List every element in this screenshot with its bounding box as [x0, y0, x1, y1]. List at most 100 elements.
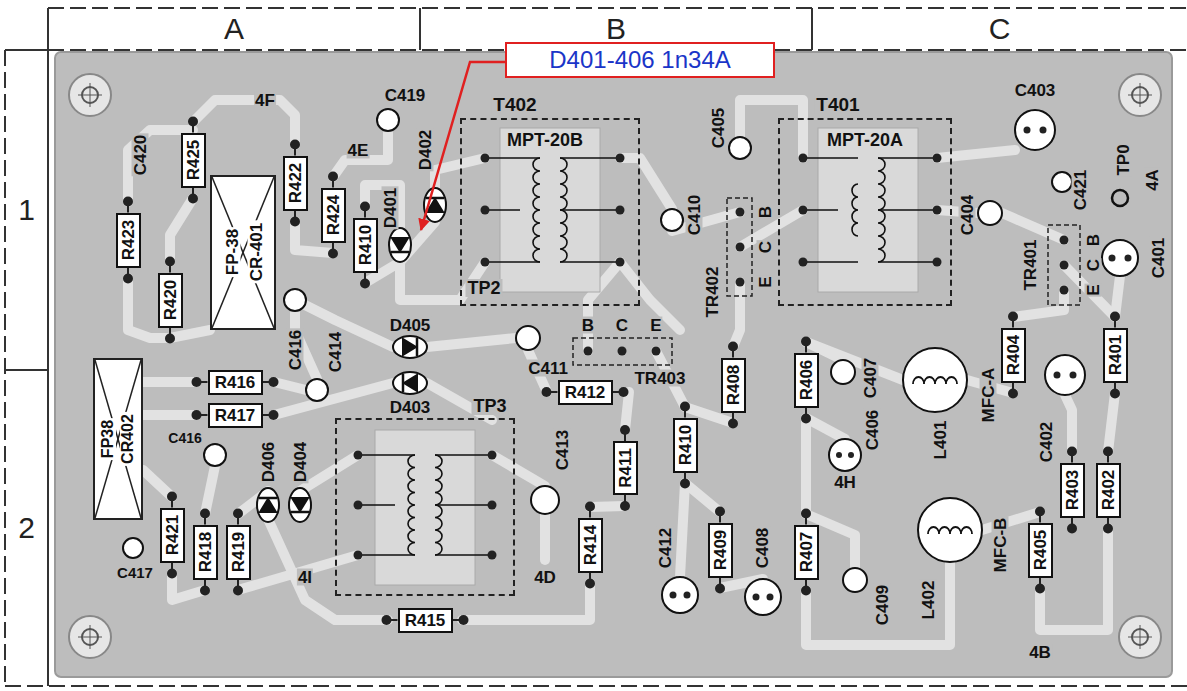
diode-symbol [289, 488, 311, 522]
part-label: TP2 [465, 279, 502, 297]
solder-pad [620, 501, 630, 511]
component-label: D402 [417, 129, 434, 172]
copper-trace [590, 506, 625, 507]
component-label: C420 [132, 134, 149, 177]
resistor-label: R402 [1100, 470, 1117, 511]
solder-pad [801, 337, 811, 347]
transformer-winding [852, 184, 858, 236]
solder-pad [1110, 389, 1120, 399]
component-label: C406 [864, 409, 881, 452]
copper-trace [1002, 213, 1064, 240]
copper-trace [143, 377, 196, 387]
capacitor-symbol [204, 444, 226, 466]
resistor-label: R409 [712, 530, 729, 571]
copper-trace [685, 483, 720, 512]
transistor-pad [736, 243, 745, 252]
resistor-label: R408 [725, 365, 742, 406]
cross-mark [212, 177, 274, 328]
copper-trace [300, 455, 358, 491]
component-label: E [649, 317, 662, 334]
frame-line [5, 50, 48, 370]
transistor-pad [736, 208, 745, 217]
copper-trace [1108, 393, 1115, 452]
capacitor-symbol [531, 486, 559, 514]
component-label: D406 [260, 441, 277, 484]
solder-pad [728, 342, 738, 352]
copper-trace [305, 305, 393, 347]
transformer-pad [616, 154, 625, 163]
capacitor-lead [1024, 127, 1031, 134]
capacitor-symbol [662, 577, 698, 613]
copper-trace [620, 158, 672, 209]
transformer-winding [803, 158, 937, 262]
resistor-label: R419 [230, 532, 247, 573]
mounting-hole [78, 83, 1152, 649]
resistor-box: R407 [794, 525, 819, 580]
capacitor-symbol [1052, 172, 1072, 192]
grid-label: C [989, 14, 1011, 44]
transformer-winding [435, 455, 442, 555]
transistor-pad [584, 208, 1069, 356]
solder-pad [328, 249, 338, 259]
solder-pad [233, 586, 243, 596]
column-header: A [48, 8, 420, 50]
component-label: TR403 [633, 370, 686, 387]
solder-pad [328, 172, 338, 182]
solder-pad [269, 410, 279, 420]
resistor-box: R403 [1060, 463, 1085, 518]
transistor-pad [618, 347, 627, 356]
component-label: C412 [657, 527, 674, 570]
transformer-pad [488, 551, 497, 560]
capacitor-lead [1054, 372, 1061, 379]
test-point [1112, 190, 1128, 206]
resistor-label: R405 [1032, 530, 1049, 571]
copper-trace [170, 198, 193, 262]
grid-label: 1 [18, 195, 35, 225]
diode-symbol [392, 238, 408, 251]
cross-mark [95, 360, 141, 518]
cross-mark [95, 360, 141, 518]
capacitor-symbol [829, 439, 861, 471]
solder-pad [801, 414, 811, 424]
copper-trace [193, 100, 295, 145]
copper-trace [680, 483, 685, 577]
copper-trace [806, 562, 950, 645]
part-label: CR-401 [248, 221, 265, 284]
capacitor-symbol [516, 326, 540, 350]
resistor-label: R421 [164, 515, 181, 556]
capacitor-symbol [306, 379, 328, 401]
resistor-label: R407 [798, 532, 815, 573]
coil-symbol [903, 348, 967, 412]
resistor-box: R420 [158, 273, 183, 328]
component-label: 4A [1144, 168, 1161, 192]
copper-trace [733, 282, 740, 347]
resistor-box: R405 [1028, 523, 1053, 578]
diode-symbol [292, 498, 308, 511]
diode-symbol [291, 511, 309, 514]
resistor-box: R416 [208, 370, 263, 395]
diode-symbol [393, 372, 427, 394]
resistor-box: R419 [226, 525, 251, 580]
capacitor-lead [670, 127, 1132, 601]
solder-pad [167, 492, 177, 502]
component-label: C [757, 240, 774, 254]
solder-pad [542, 387, 552, 397]
solder-pad [192, 410, 202, 420]
component-label: MFC-B [992, 517, 1009, 574]
copper-trace [143, 410, 196, 420]
callout-box: D401-406 1n34A [505, 42, 775, 78]
component-label: C401 [1150, 237, 1167, 280]
resistor-box: R425 [181, 133, 206, 188]
copper-trace [238, 555, 358, 590]
component-label: 4F [254, 92, 276, 109]
part-label: T402 [491, 95, 538, 114]
component-label: C407 [862, 357, 879, 400]
solder-pad [188, 117, 198, 127]
capacitor-symbol [1102, 240, 1138, 276]
solder-pad [123, 274, 133, 284]
transformer-pad [354, 551, 363, 560]
copper-trace [268, 519, 388, 620]
transformer-pad [354, 154, 942, 560]
transformer-pad [616, 206, 625, 215]
coil-symbol [913, 377, 957, 384]
